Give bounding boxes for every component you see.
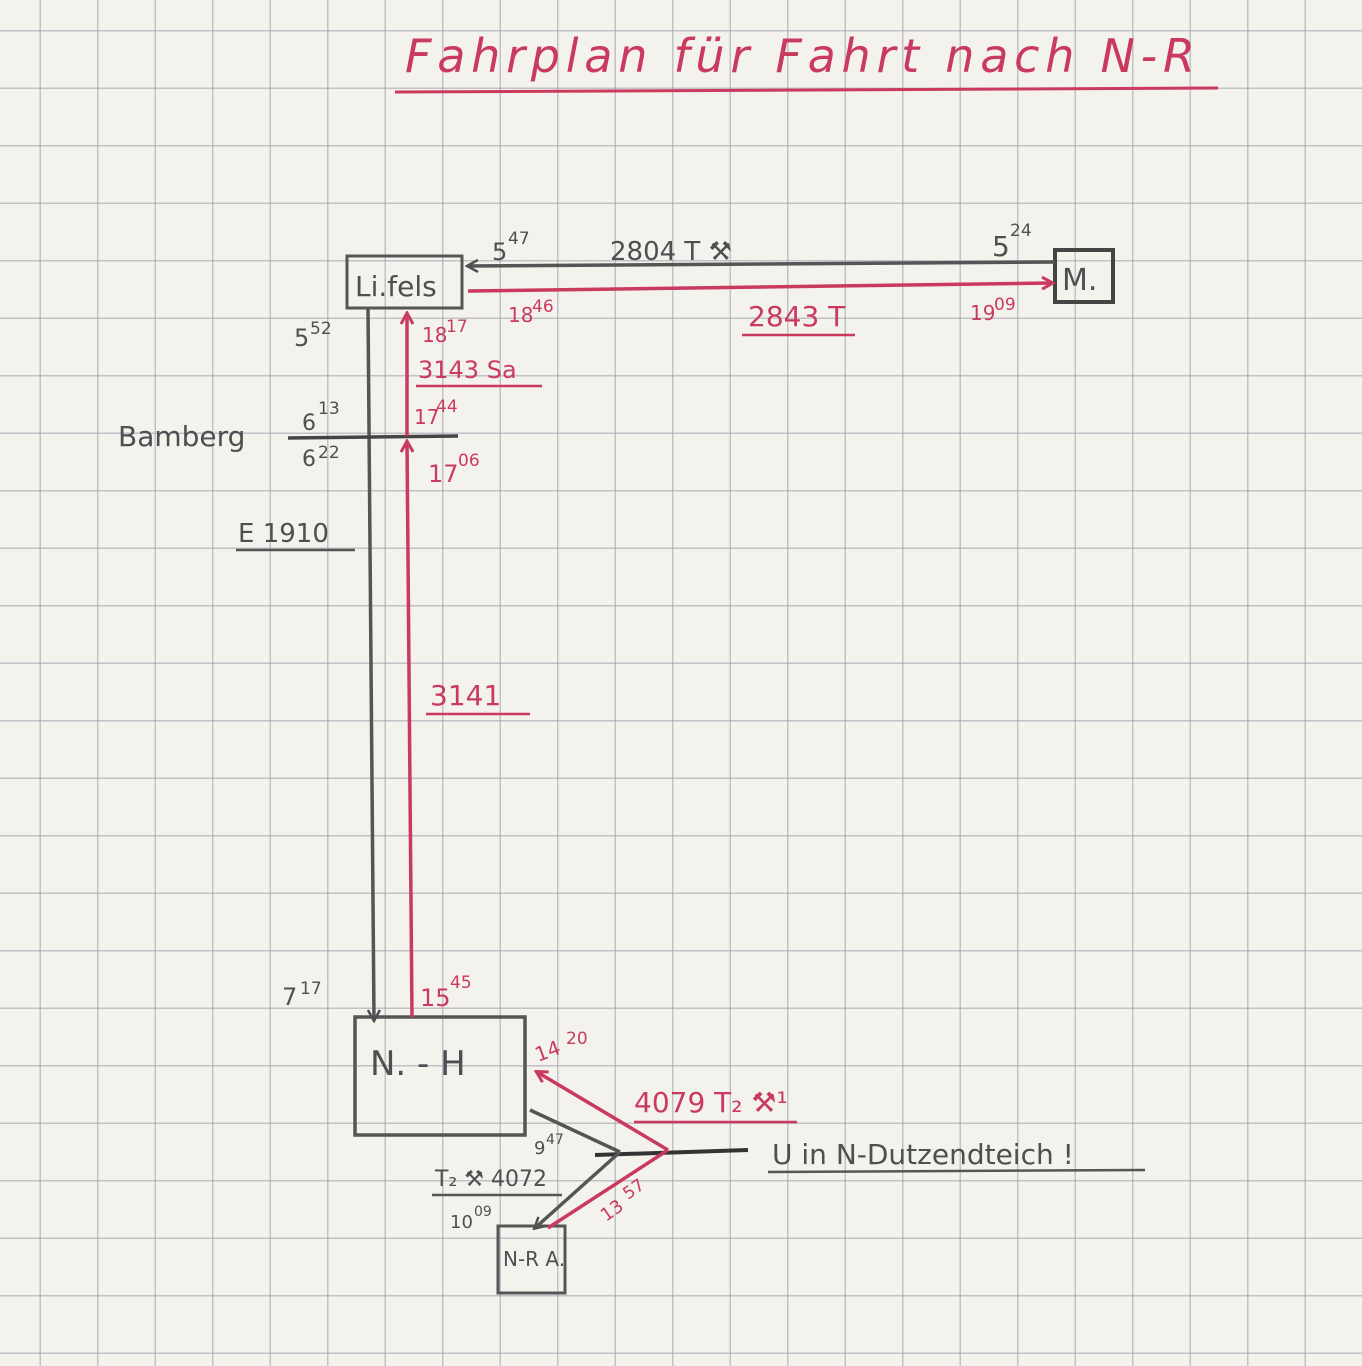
station-bamberg-bar: [287, 434, 459, 440]
route-3143-arr-sup: 17: [446, 317, 468, 337]
route-e1910-dep: 5: [294, 324, 309, 352]
route-2843-dep-sup: 46: [532, 297, 554, 317]
bamberg-arr: 6: [302, 411, 316, 436]
note-underline: [767, 1168, 1146, 1174]
route-4079-line-b: [537, 1072, 669, 1152]
route-2843-arr: 19: [970, 301, 995, 325]
station-nra-label: N-R A.: [503, 1247, 565, 1271]
bamberg-arr-sup: 13: [318, 399, 340, 419]
page-title: Fahrplan für Fahrt nach N-R: [405, 29, 1195, 83]
route-3141-bam-arr-sup: 06: [458, 451, 480, 471]
route-3141-label: 3141: [430, 679, 501, 712]
route-3141-dep: 15: [420, 984, 451, 1012]
bamberg-dep: 6: [302, 447, 316, 472]
route-e1910-label: E 1910: [238, 519, 329, 549]
route-4072-arr-sup: 09: [474, 1204, 492, 1220]
bamberg-dep-sup: 22: [318, 443, 340, 463]
route-2804-label: 2804 T ⚒: [610, 237, 732, 267]
route-e1910-arr: 7: [282, 983, 297, 1011]
route-3141-bam-arr: 17: [428, 460, 459, 488]
note-dutzendteich: U in N-Dutzendteich !: [772, 1138, 1074, 1171]
route-2804-dep: 5: [992, 230, 1010, 263]
junction-line: [594, 1148, 749, 1157]
route-3143-arr: 18: [422, 323, 447, 347]
route-e1910-arr-sup: 17: [300, 979, 322, 999]
route-2804-dep-sup: 24: [1010, 221, 1032, 241]
route-e1910-dep-sup: 52: [310, 319, 332, 339]
route-4072-line-a: [529, 1108, 621, 1154]
route-2804-line: [468, 262, 1056, 266]
route-2804-arr: 5: [492, 238, 507, 266]
route-3141-line: [407, 442, 412, 1018]
station-lichtenfels: Li.fels: [345, 254, 464, 310]
route-2804-arr-sup: 47: [508, 229, 530, 249]
station-nra: N-R A.: [496, 1224, 567, 1295]
route-3143-label: 3143 Sa: [418, 356, 517, 384]
station-m-label: M.: [1062, 263, 1097, 298]
route-2843-dep: 18: [508, 303, 533, 327]
route-4072-arr: 10: [450, 1212, 473, 1233]
station-bamberg-label: Bamberg: [118, 420, 245, 453]
route-3141-dep-sup: 45: [450, 973, 472, 993]
route-4079-arr: 14: [532, 1035, 564, 1066]
station-lichtenfels-label: Li.fels: [355, 270, 437, 303]
route-4072-dep-sup: 47: [546, 1132, 564, 1148]
title-underline: [394, 86, 1219, 94]
route-4079-dep: 13: [597, 1196, 628, 1226]
station-nh: N. - H: [353, 1015, 527, 1137]
route-2843-label: 2843 T: [748, 300, 846, 333]
route-4079-label: 4079 T₂ ⚒¹: [634, 1086, 788, 1119]
route-e1910-line: [366, 307, 374, 1020]
station-nh-label: N. - H: [370, 1044, 466, 1084]
route-3143-dep-sup: 44: [436, 397, 458, 417]
route-2843-line: [467, 283, 1052, 293]
route-3143-dep: 17: [414, 405, 439, 429]
station-m: M.: [1053, 248, 1115, 304]
route-4072-dep: 9: [534, 1138, 545, 1159]
route-4072-label: T₂ ⚒ 4072: [434, 1167, 547, 1192]
route-4079-arr-sup: 20: [566, 1029, 588, 1049]
route-4079-line-a: [547, 1148, 669, 1230]
route-2843-arr-sup: 09: [994, 295, 1016, 315]
route-4072-line-b: [535, 1150, 622, 1228]
